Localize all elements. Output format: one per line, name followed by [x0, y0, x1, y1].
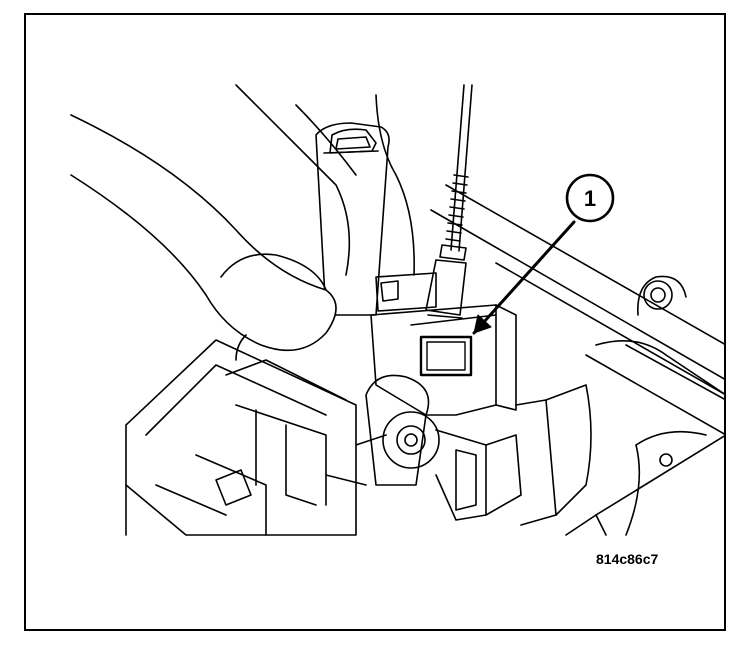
technician-hand: [70, 84, 351, 361]
callout-number: 1: [584, 186, 596, 211]
figure-frame: 1 814c86c7: [24, 13, 726, 631]
bolt-hole: [650, 287, 666, 303]
cable-lock-housing: [370, 272, 517, 416]
callout-leader-arrow: [472, 220, 576, 335]
shifter-cable-illustration: 1: [70, 84, 724, 536]
figure-id-label: 814c86c7: [596, 551, 659, 567]
mounting-boss: [643, 280, 673, 310]
shift-lever-pivot: [365, 374, 592, 526]
bolt-hole-lower: [659, 453, 673, 467]
shifter-cable: [425, 84, 473, 319]
shifter-handle: [295, 94, 415, 316]
pivot-pin: [404, 433, 418, 447]
console-bracket: [125, 339, 387, 536]
callout-marker: 1: [565, 173, 615, 223]
housing-bracket: [430, 184, 724, 536]
lock-tab: [419, 335, 473, 377]
